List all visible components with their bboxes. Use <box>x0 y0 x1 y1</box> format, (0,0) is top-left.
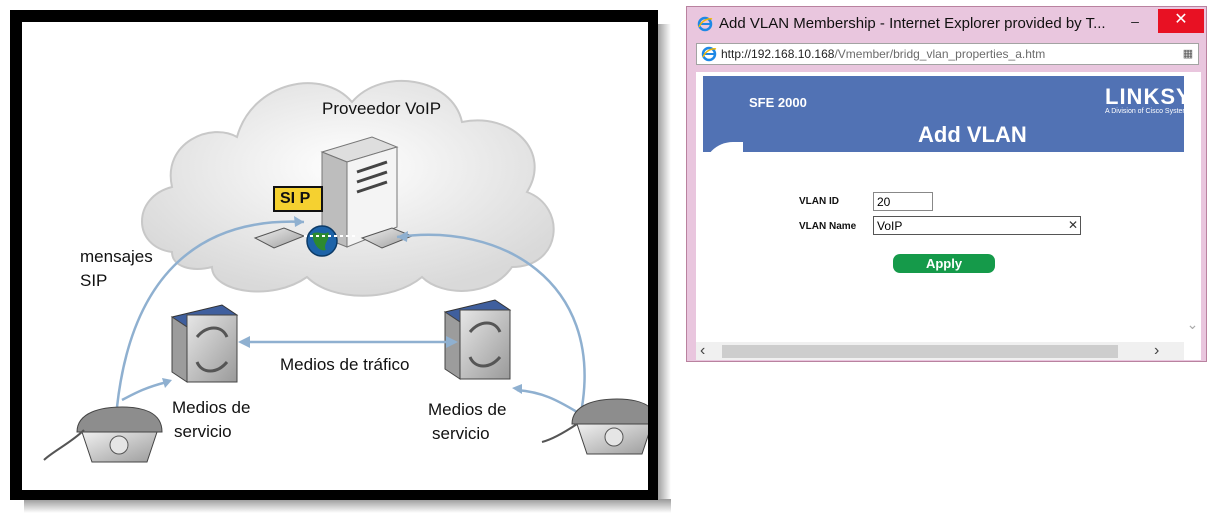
ie-page-icon <box>701 46 717 62</box>
window-titlebar[interactable]: Add VLAN Membership - Internet Explorer … <box>687 7 1206 41</box>
page-title: Add VLAN <box>918 122 1027 147</box>
left-service-label-2: servicio <box>174 422 232 441</box>
sip-messages-label-1: mensajes <box>80 247 153 266</box>
sip-arc-right <box>396 233 586 408</box>
vlan-id-input[interactable] <box>873 192 933 211</box>
phone-right-icon <box>541 398 648 455</box>
sip-tag-label: SI P <box>280 190 311 207</box>
address-url: http://192.168.10.168/Vmember/bridg_vlan… <box>721 47 1045 61</box>
voip-diagram: Proveedor VoIP SI P mensajes SIP Medios … <box>22 22 648 490</box>
compatibility-view-icon[interactable]: ▦ <box>1182 48 1194 60</box>
sip-arc-left <box>115 220 305 408</box>
globe-icon <box>304 225 358 257</box>
scroll-right-icon[interactable]: › <box>1154 342 1160 359</box>
ie-logo-icon <box>697 16 713 32</box>
right-service-label-2: servicio <box>432 424 490 443</box>
header-banner: SFE 2000 LINKSYS A Division of Cisco Sys… <box>703 76 1201 152</box>
right-service-label-1: Medios de <box>428 400 507 419</box>
close-button[interactable]: ✕ <box>1158 9 1204 33</box>
vlan-id-label: VLAN ID <box>799 196 839 207</box>
switch-right-icon <box>443 299 512 380</box>
traffic-label: Medios de tráfico <box>280 355 410 374</box>
apply-button[interactable]: Apply <box>893 254 995 273</box>
traffic-arrow <box>238 336 458 348</box>
page-content: SFE 2000 LINKSYS A Division of Cisco Sys… <box>696 72 1201 360</box>
horizontal-scrollbar[interactable]: ‹ › <box>696 342 1184 360</box>
clear-input-icon[interactable]: ✕ <box>1067 218 1079 232</box>
vertical-scrollbar[interactable]: ⌄ <box>1184 76 1201 342</box>
switch-left-icon <box>170 304 239 383</box>
link-left <box>121 378 172 402</box>
cloud-label: Proveedor VoIP <box>322 99 442 118</box>
address-bar[interactable]: http://192.168.10.168/Vmember/bridg_vlan… <box>696 43 1199 65</box>
scroll-left-icon[interactable]: ‹ <box>700 342 706 359</box>
vlan-name-input[interactable] <box>873 216 1081 235</box>
left-service-label-1: Medios de <box>172 398 251 417</box>
diagram-shadow <box>657 24 671 512</box>
link-right <box>512 384 578 414</box>
horizontal-scroll-thumb[interactable] <box>722 345 1118 358</box>
server-icon <box>320 136 399 248</box>
address-host: http://192.168.10.168 <box>721 47 835 61</box>
scroll-down-icon[interactable]: ⌄ <box>1186 316 1199 332</box>
minimize-button[interactable]: – <box>1131 13 1139 29</box>
ie-window: Add VLAN Membership - Internet Explorer … <box>686 6 1207 362</box>
device-model: SFE 2000 <box>749 95 807 110</box>
sip-tag <box>273 186 323 212</box>
sip-messages-label-2: SIP <box>80 271 108 290</box>
linksys-logo-sub: A Division of Cisco Systems <box>1105 108 1192 115</box>
window-title: Add VLAN Membership - Internet Explorer … <box>719 15 1106 32</box>
address-path: /Vmember/bridg_vlan_properties_a.htm <box>834 47 1046 61</box>
diagram-shadow-bottom <box>24 499 671 513</box>
vlan-name-label: VLAN Name <box>799 221 857 232</box>
phone-left-icon <box>43 406 163 463</box>
